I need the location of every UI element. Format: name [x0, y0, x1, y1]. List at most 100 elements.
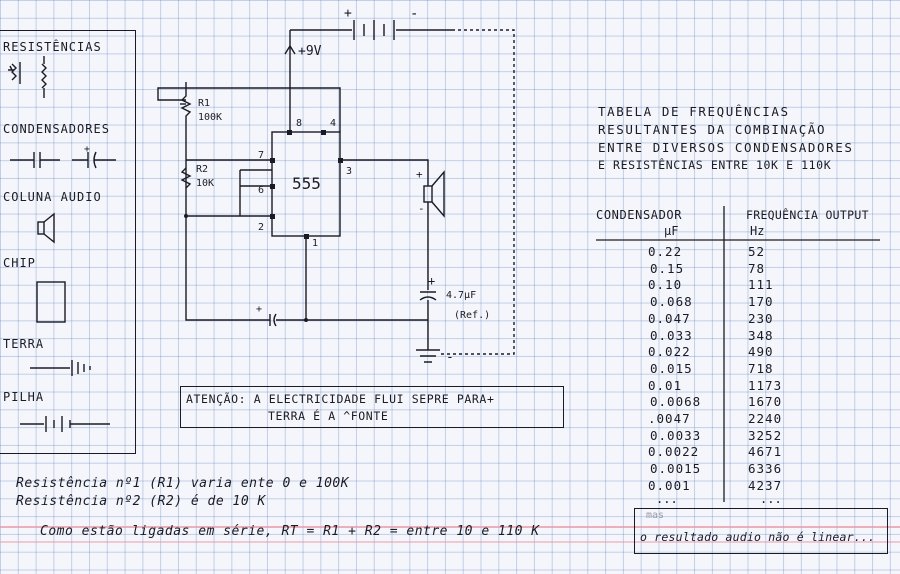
table-cell-capacitor: 0.15 — [650, 260, 685, 276]
table-title-line-3: ENTRE DIVERSOS CONDENSADORES — [598, 140, 854, 155]
legend-battery-symbol — [20, 416, 110, 432]
table-cell-frequency: 78 — [748, 260, 766, 276]
table-ellipsis-2: ... — [760, 492, 782, 506]
table-cell-frequency: 718 — [748, 360, 774, 376]
pin6-2-wire — [186, 169, 272, 217]
pin-4-label: 4 — [330, 118, 337, 129]
table-cell-capacitor: 0.0015 — [650, 461, 702, 477]
table-cell-frequency: 3252 — [748, 427, 783, 443]
table-cell-frequency: 348 — [748, 327, 774, 343]
table-cell-capacitor: 0.001 — [648, 477, 691, 493]
legend-chip-symbol — [36, 281, 66, 323]
col2-header: FREQUÊNCIA OUTPUT — [746, 208, 869, 222]
table-cell-capacitor: 0.033 — [650, 327, 693, 343]
speaker-minus-label: - — [418, 202, 425, 215]
note-line-2: Resistência nº2 (R2) é de 10 K — [16, 494, 266, 509]
output-capacitor — [419, 291, 437, 301]
table-title-line-1: TABELA DE FREQUÊNCIAS — [598, 104, 790, 119]
small-capacitor — [269, 313, 277, 327]
table-cell-capacitor: .0047 — [648, 411, 691, 426]
table-title-line-4: E RESISTÊNCIAS ENTRE 10K E 110K — [598, 158, 832, 172]
table-cell-frequency: 52 — [748, 244, 766, 259]
table-cell-frequency: 170 — [748, 294, 774, 310]
legend-resistor-symbol — [41, 56, 47, 98]
table-cell-frequency: 6336 — [748, 461, 783, 477]
table-cell-capacitor: 0.0033 — [650, 427, 702, 443]
pin-7-label: 7 — [258, 150, 265, 161]
table-title-line-2: RESULTANTES DA COMBINAÇÃO — [598, 122, 827, 137]
pin-6-label: 6 — [258, 185, 265, 196]
legend-speaker-symbol — [37, 212, 55, 244]
legend-chip-label: CHIP — [3, 256, 36, 270]
r2-resistor — [180, 167, 192, 189]
table-cell-frequency: 4237 — [748, 477, 783, 493]
legend-resistors-label: RESISTÊNCIAS — [3, 40, 102, 54]
legend-battery-label: PILHA — [3, 390, 45, 404]
table-cell-frequency: 4671 — [748, 444, 783, 460]
cap-value-label: 4.7μF — [446, 290, 477, 301]
table-cell-frequency: 2240 — [748, 411, 783, 426]
table-cell-capacitor: 0.0022 — [648, 444, 700, 460]
col1-unit: μF — [664, 224, 679, 238]
table-cell-capacitor: 0.022 — [648, 344, 691, 360]
table-cell-frequency: 1173 — [748, 377, 783, 393]
svg-text:+: + — [84, 144, 90, 155]
table-cell-capacitor: 0.22 — [648, 244, 683, 259]
dashed-return-wire — [440, 29, 515, 355]
legend-ground-symbol — [30, 360, 91, 376]
ground-symbol — [416, 349, 440, 363]
speaker-plus-label: + — [416, 168, 423, 181]
table-cell-capacitor: 0.015 — [650, 360, 693, 376]
r1-value-label: 100K — [198, 112, 223, 123]
battery-plus-label: + — [344, 6, 352, 21]
battery-symbol — [290, 20, 452, 40]
ground-minus-label: - — [446, 350, 454, 365]
r1-resistor — [180, 82, 192, 132]
legend-ground-label: TERRA — [3, 337, 45, 351]
pin-2-label: 2 — [258, 222, 265, 233]
legend-speaker-label: COLUNA AUDIO — [3, 190, 102, 204]
table-cell-capacitor: 0.0068 — [650, 394, 702, 410]
battery-minus-label: - — [410, 6, 419, 22]
table-cell-frequency: 111 — [748, 277, 774, 293]
pin-8-label: 8 — [296, 118, 303, 129]
col2-unit: Hz — [750, 224, 765, 238]
table-cell-frequency: 1670 — [748, 394, 783, 410]
r2-value-label: 10K — [196, 178, 215, 189]
table-cell-capacitor: 0.01 — [648, 377, 683, 393]
pin-3-label: 3 — [346, 166, 353, 177]
r1-name-label: R1 — [198, 98, 211, 109]
result-label: o resultado audio não é linear... — [640, 530, 876, 544]
legend-capacitor-symbol: + — [10, 144, 116, 169]
warning-line-1: ATENÇÃO: A ELECTRICIDADE FLUI SEPRE PARA… — [186, 392, 495, 406]
table-cell-frequency: 230 — [748, 310, 774, 326]
warning-line-2: TERRA É A ^FONTE — [268, 409, 389, 423]
cap-ref-label: (Ref.) — [454, 310, 491, 321]
table-ellipsis-1: ... — [656, 492, 678, 506]
legend-potentiometer-symbol — [8, 62, 21, 84]
warning-box — [180, 386, 564, 428]
cap-plus-label: + — [428, 274, 436, 288]
table-cell-capacitor: 0.068 — [650, 294, 693, 310]
chip-555-label: 555 — [292, 174, 321, 193]
r2-name-label: R2 — [196, 164, 209, 175]
table-cell-capacitor: 0.047 — [648, 310, 691, 326]
output-wire — [340, 159, 429, 186]
small-cap-plus-label: + — [256, 304, 263, 315]
legend-panel — [0, 30, 136, 454]
note-line-1: Resistência nº1 (R1) varia ente 0 e 100K — [16, 476, 350, 491]
legend-capacitors-label: CONDENSADORES — [3, 122, 110, 136]
result-box — [634, 508, 888, 554]
supply-voltage-label: +9V — [298, 44, 322, 59]
pin-dots — [184, 130, 343, 322]
note-line-3: Como estão ligadas em série, RT = R1 + R… — [40, 524, 540, 539]
r1-wire — [157, 87, 290, 101]
pin-1-label: 1 — [312, 238, 319, 249]
table-cell-frequency: 490 — [748, 344, 774, 360]
result-small-label: mas — [646, 510, 665, 521]
col1-header: CONDENSADOR — [596, 208, 683, 222]
